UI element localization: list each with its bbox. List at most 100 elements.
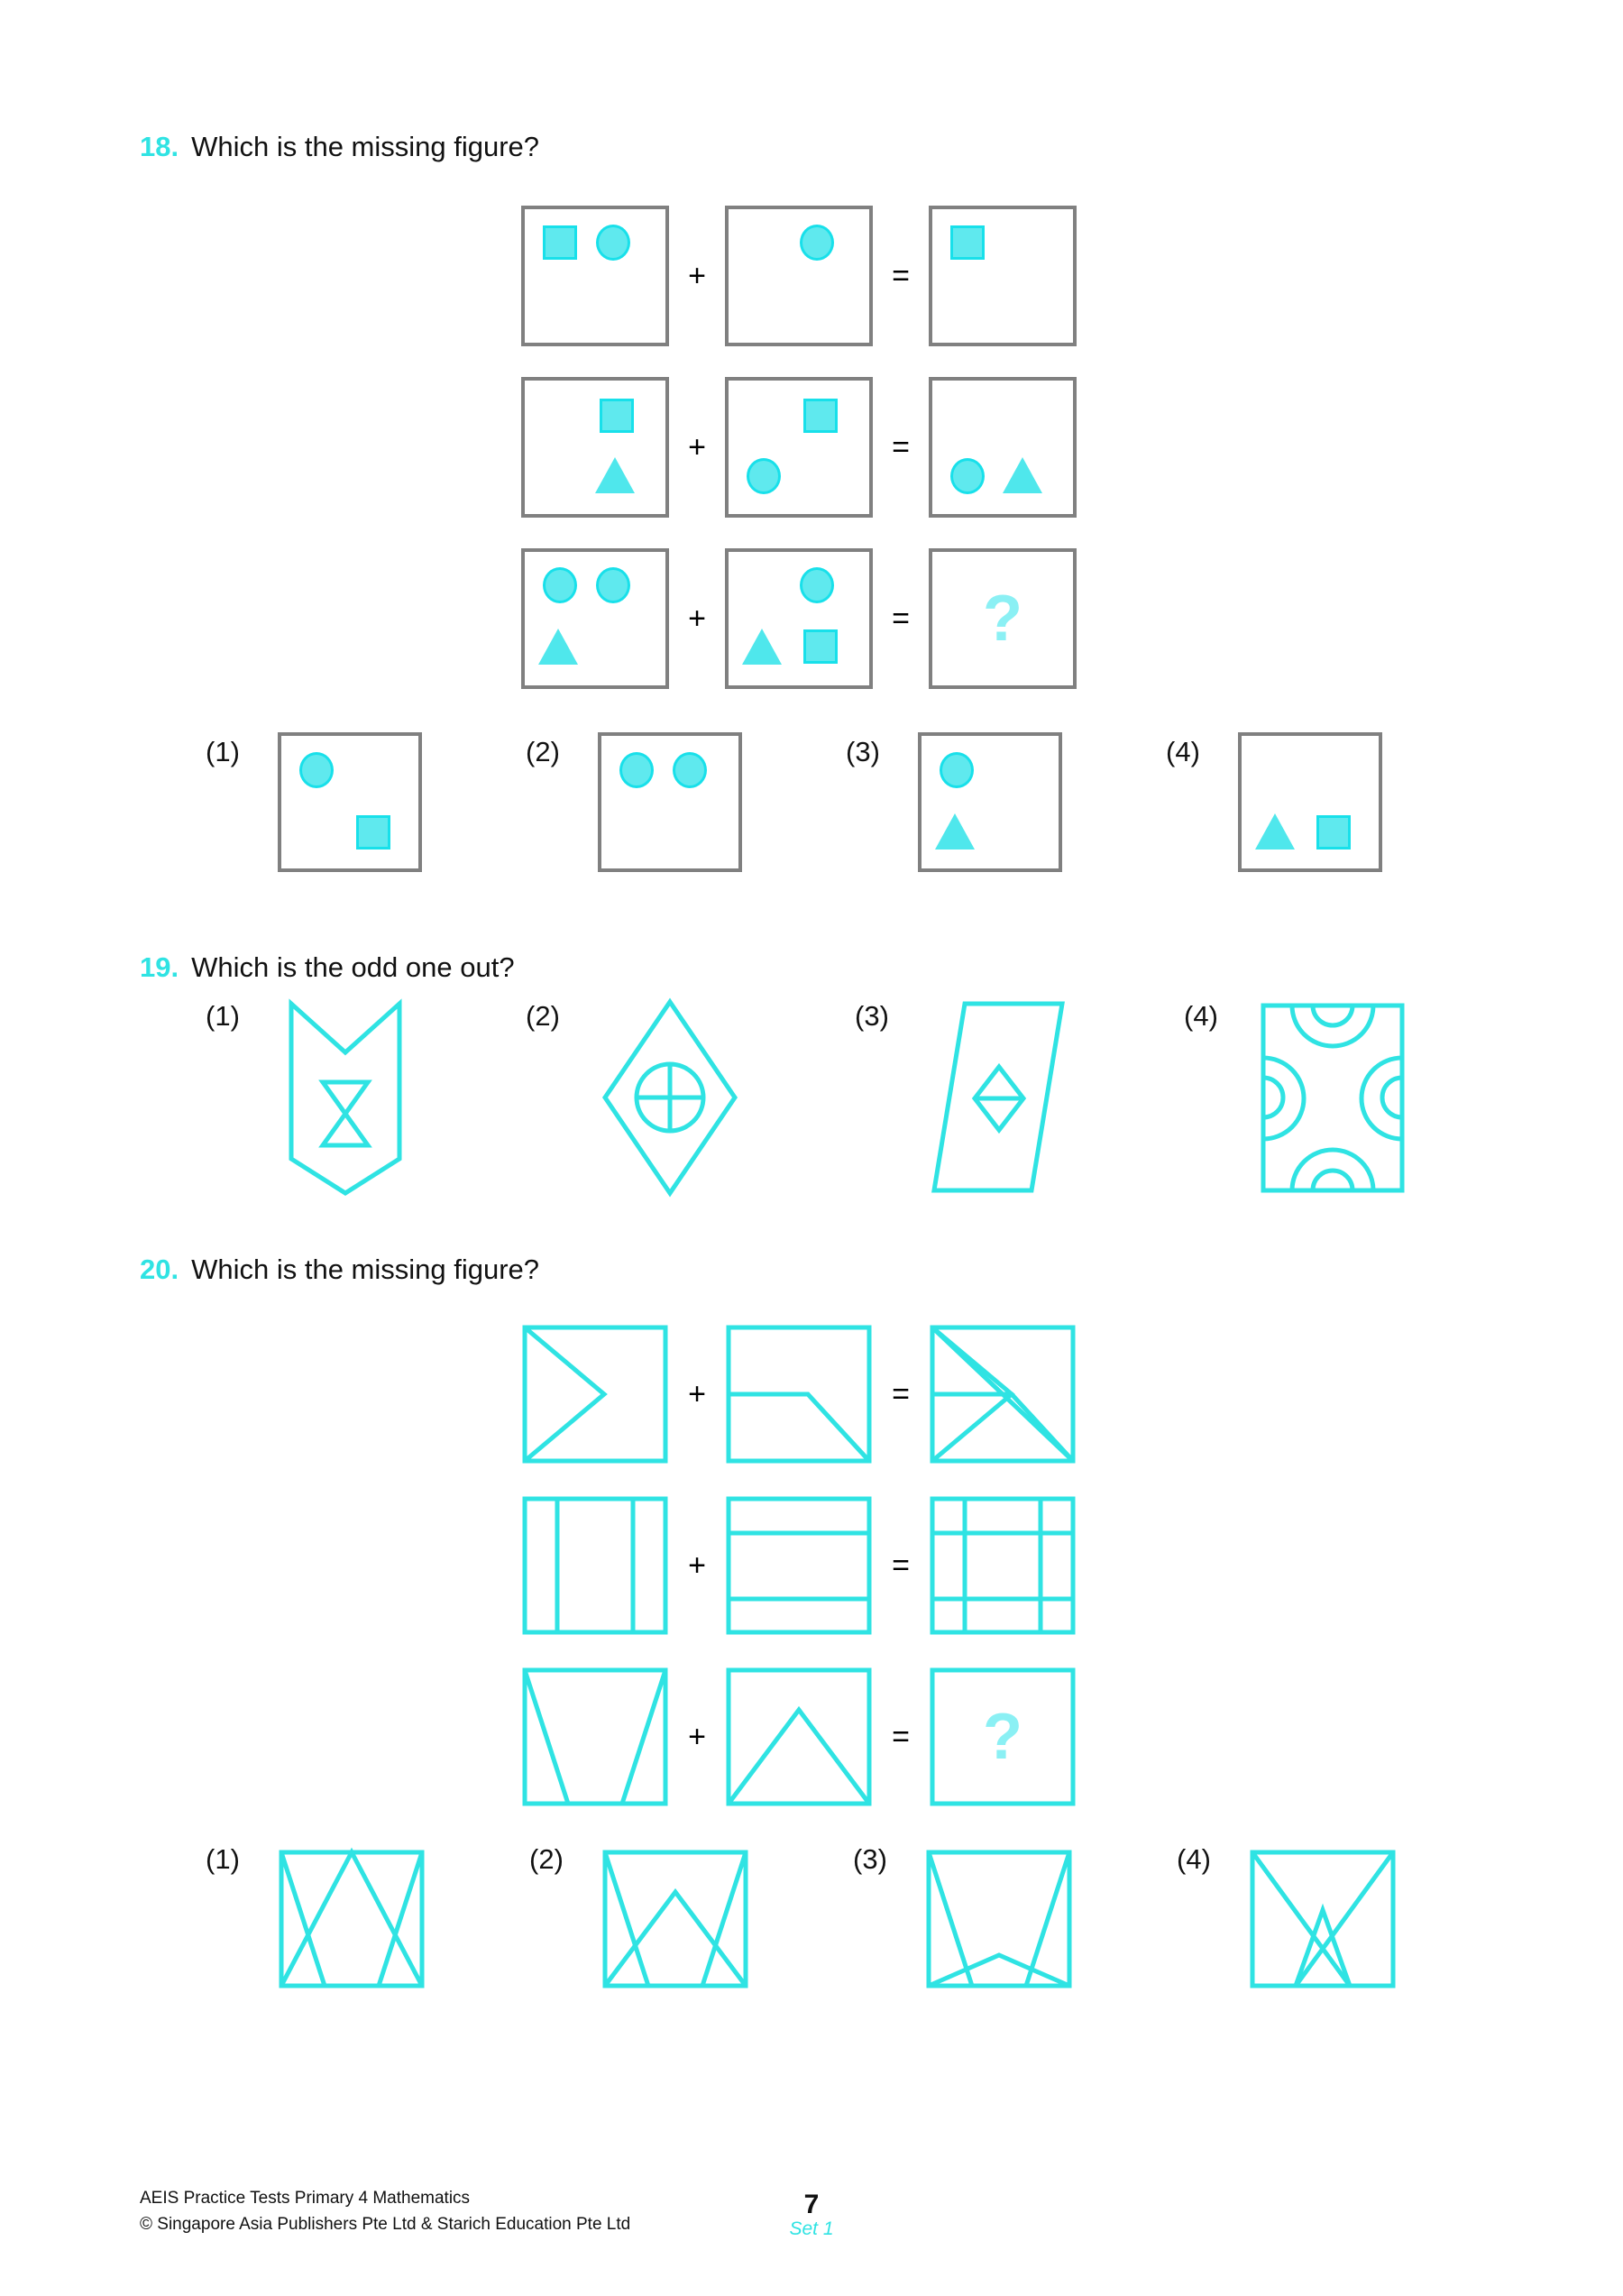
q20-option-1-label: (1) bbox=[206, 1843, 240, 1875]
question-19-number: 19. bbox=[140, 951, 179, 983]
tall-triangle bbox=[279, 1847, 425, 1988]
q20-r1-cell-b bbox=[725, 1324, 873, 1465]
q20-r1-cell-c bbox=[929, 1324, 1077, 1465]
square-shape bbox=[803, 399, 838, 433]
q20-matrix-row-3: + = ? bbox=[521, 1667, 1077, 1807]
q18-option-4-figure[interactable] bbox=[1238, 732, 1382, 872]
q19-option-2[interactable]: (2) bbox=[526, 996, 742, 1199]
q18-matrix-row-3: + = ? bbox=[521, 548, 1077, 689]
question-20-number: 20. bbox=[140, 1254, 179, 1285]
question-19-heading: 19. Which is the odd one out? bbox=[140, 951, 515, 984]
q19-option-2-figure[interactable] bbox=[598, 996, 742, 1199]
q18-option-1[interactable]: (1) bbox=[206, 732, 422, 872]
q19-option-3-figure[interactable] bbox=[927, 996, 1071, 1199]
q18-option-2[interactable]: (2) bbox=[526, 732, 742, 872]
bottom-outer-arc bbox=[1289, 1147, 1376, 1191]
q20-r1-cell-a bbox=[521, 1324, 669, 1465]
triangle-peak bbox=[727, 1705, 871, 1805]
q18-r1-cell-b bbox=[725, 206, 873, 346]
q19-option-1-label: (1) bbox=[206, 1000, 240, 1032]
page-number-block: 7 Set 1 bbox=[0, 2190, 1623, 2241]
q18-option-3-label: (3) bbox=[846, 736, 880, 767]
q20-r2-cell-b bbox=[725, 1495, 873, 1636]
q18-option-3-figure[interactable] bbox=[918, 732, 1062, 872]
q18-r3-cell-c: ? bbox=[929, 548, 1077, 689]
q19-option-4-figure[interactable] bbox=[1256, 996, 1409, 1199]
q18-option-3[interactable]: (3) bbox=[846, 732, 1062, 872]
question-19-text: Which is the odd one out? bbox=[191, 951, 515, 983]
q20-option-4-figure[interactable] bbox=[1249, 1840, 1397, 1993]
q18-r2-operator-equals: = bbox=[892, 430, 910, 464]
question-20-heading: 20. Which is the missing figure? bbox=[140, 1254, 539, 1286]
circle-shape bbox=[596, 225, 630, 261]
q19-option-3-label: (3) bbox=[855, 1000, 889, 1032]
q20-option-4[interactable]: (4) bbox=[1177, 1840, 1397, 1993]
horizontal-lines bbox=[729, 1530, 869, 1602]
hourglass-shape bbox=[318, 1079, 372, 1148]
footer-line-1: AEIS Practice Tests Primary 4 Mathematic… bbox=[140, 2189, 471, 2208]
cross-lines bbox=[637, 1064, 703, 1131]
q20-r3-cell-a bbox=[521, 1667, 669, 1807]
circle-shape bbox=[673, 752, 707, 788]
circle-shape bbox=[747, 458, 781, 494]
q19-option-1-figure[interactable] bbox=[278, 996, 413, 1199]
triangle-shape bbox=[538, 629, 578, 665]
square-shape bbox=[543, 225, 577, 260]
square-shape bbox=[1316, 815, 1351, 850]
q20-option-3-figure[interactable] bbox=[925, 1840, 1073, 1993]
parallelogram-outline bbox=[931, 1001, 1065, 1193]
q18-r1-operator-plus: + bbox=[688, 259, 706, 293]
q20-option-2[interactable]: (2) bbox=[529, 1840, 749, 1993]
q18-r2-operator-plus: + bbox=[688, 430, 706, 464]
footer-credits: AEIS Practice Tests Primary 4 Mathematic… bbox=[140, 2186, 630, 2237]
q20-option-4-label: (4) bbox=[1177, 1843, 1211, 1875]
q20-option-3[interactable]: (3) bbox=[853, 1840, 1073, 1993]
q18-option-2-figure[interactable] bbox=[598, 732, 742, 872]
q18-r1-cell-c bbox=[929, 206, 1077, 346]
q20-option-2-label: (2) bbox=[529, 1843, 564, 1875]
q20-option-1-figure[interactable] bbox=[278, 1840, 426, 1993]
q18-option-4[interactable]: (4) bbox=[1166, 732, 1382, 872]
q20-option-1[interactable]: (1) bbox=[206, 1840, 426, 1993]
question-mark-placeholder: ? bbox=[983, 583, 1022, 655]
q20-matrix-row-2: + = bbox=[521, 1495, 1077, 1636]
q18-option-2-label: (2) bbox=[526, 736, 560, 767]
funnel-diagonals bbox=[926, 1851, 1072, 1987]
q20-option-3-label: (3) bbox=[853, 1843, 887, 1875]
right-outer-arc bbox=[1359, 1055, 1403, 1142]
top-outer-arc bbox=[1289, 1005, 1376, 1049]
question-18-number: 18. bbox=[140, 131, 179, 162]
q19-option-4[interactable]: (4) bbox=[1184, 996, 1409, 1199]
rectangle-outline bbox=[1261, 1003, 1405, 1193]
right-inner-arc bbox=[1380, 1075, 1403, 1120]
q18-option-1-figure[interactable] bbox=[278, 732, 422, 872]
triangle-shape bbox=[742, 629, 782, 665]
left-outer-arc bbox=[1262, 1055, 1307, 1142]
q20-r3-operator-plus: + bbox=[688, 1720, 706, 1754]
square-shape bbox=[803, 629, 838, 664]
line-then-diagonal bbox=[729, 1391, 871, 1463]
q18-r3-cell-b bbox=[725, 548, 873, 689]
circle-shape bbox=[800, 225, 834, 261]
question-20-text: Which is the missing figure? bbox=[191, 1254, 540, 1285]
q19-option-3[interactable]: (3) bbox=[855, 996, 1071, 1199]
funnel-diagonals bbox=[602, 1851, 748, 1987]
crossed-diagonals bbox=[1250, 1851, 1396, 1988]
q20-r1-operator-plus: + bbox=[688, 1377, 706, 1411]
q18-r2-cell-c bbox=[929, 377, 1077, 518]
q20-r3-cell-c: ? bbox=[929, 1667, 1077, 1807]
banner-outline bbox=[289, 998, 402, 1196]
rhombus-outline bbox=[601, 997, 738, 1198]
q20-option-2-figure[interactable] bbox=[601, 1840, 749, 1993]
q20-r2-cell-a bbox=[521, 1495, 669, 1636]
circle-shape bbox=[299, 752, 334, 788]
vertical-lines bbox=[962, 1499, 1043, 1632]
q20-r3-cell-b bbox=[725, 1667, 873, 1807]
q20-r3-operator-equals: = bbox=[892, 1720, 910, 1754]
q19-option-1[interactable]: (1) bbox=[206, 996, 413, 1199]
q18-option-4-label: (4) bbox=[1166, 736, 1200, 767]
q18-matrix-row-2: + = bbox=[521, 377, 1077, 518]
q20-options: (1) (2) (3) bbox=[206, 1840, 1397, 1993]
q19-option-4-label: (4) bbox=[1184, 1000, 1218, 1032]
